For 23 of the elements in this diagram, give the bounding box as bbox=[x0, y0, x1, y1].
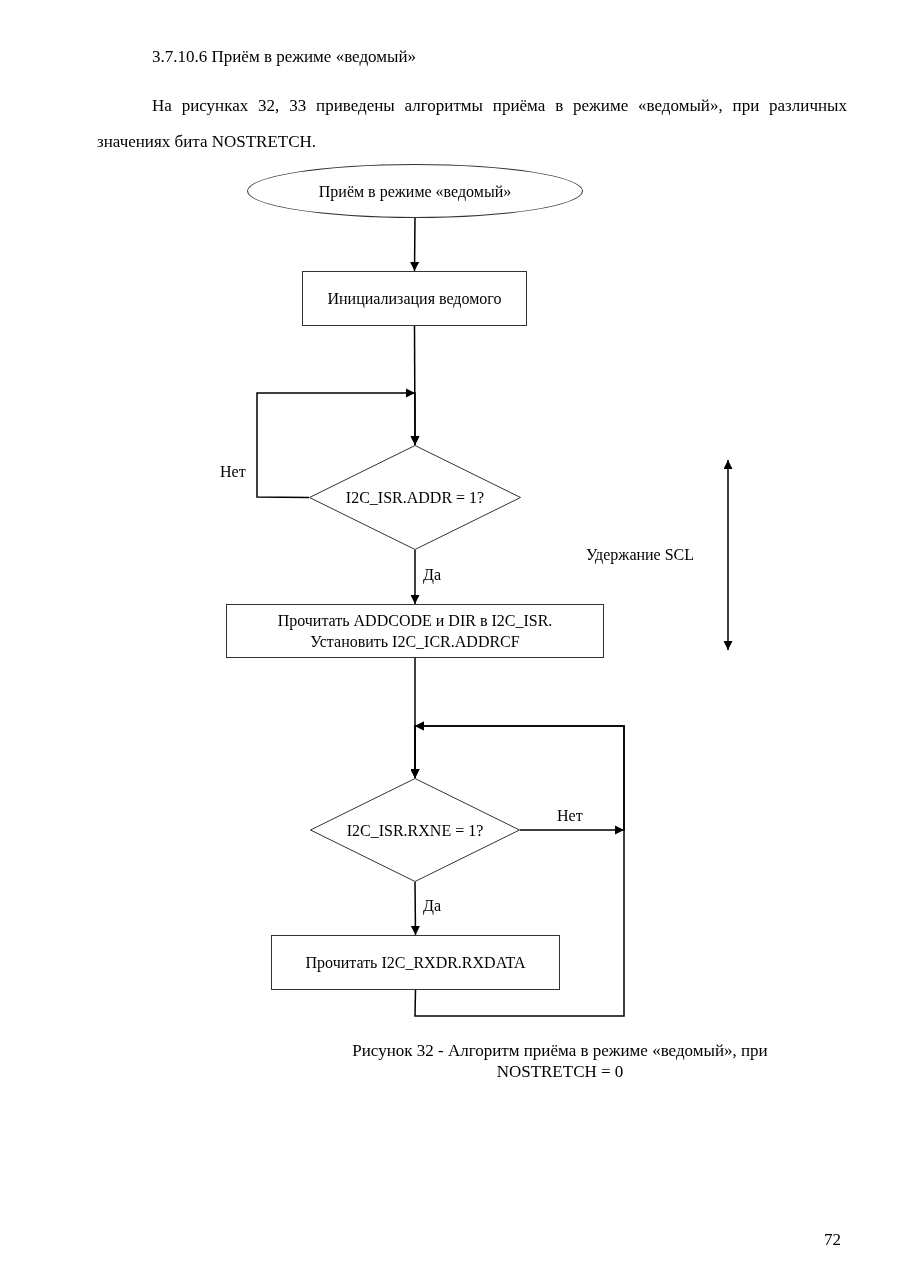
arrow bbox=[410, 217, 420, 272]
edge-label: Да bbox=[422, 566, 442, 584]
section-heading: 3.7.10.6 Приём в режиме «ведомый» bbox=[152, 46, 416, 68]
process-box bbox=[302, 271, 527, 326]
node-text: Инициализация ведомого bbox=[327, 289, 502, 309]
edge-label: Да bbox=[422, 897, 442, 915]
arrow bbox=[410, 881, 420, 936]
process-box bbox=[226, 604, 604, 658]
node-text: I2C_ISR.ADDR = 1? bbox=[345, 488, 485, 508]
node-text: I2C_ISR.RXNE = 1? bbox=[346, 820, 484, 841]
node-text: Прочитать I2C_RXDR.RXDATA bbox=[305, 953, 526, 973]
dimension-label: Удержание SCL bbox=[586, 545, 695, 566]
figure-caption: Рисунок 32 - Алгоритм приёма в режиме «ведомый», при NOSTRETCH = 0 bbox=[351, 1040, 769, 1082]
process-box bbox=[271, 935, 560, 990]
page-number: 72 bbox=[824, 1229, 841, 1251]
arrow bbox=[410, 721, 625, 1017]
node-text: Приём в режиме «ведомый» bbox=[318, 181, 512, 202]
arrow bbox=[256, 388, 420, 499]
paragraph: На рисунках 32, 33 приведены алгоритмы приёма в режиме «ведомый», при различных значениях бита NOSTRETCH. bbox=[97, 95, 847, 153]
node-text: Прочитать ADDCODE и DIR в I2C_ISR. Установить I2C_ICR.ADDRCF bbox=[276, 611, 554, 652]
arrow bbox=[410, 549, 420, 605]
decision-diamond bbox=[309, 445, 521, 550]
decision-diamond bbox=[310, 778, 520, 882]
